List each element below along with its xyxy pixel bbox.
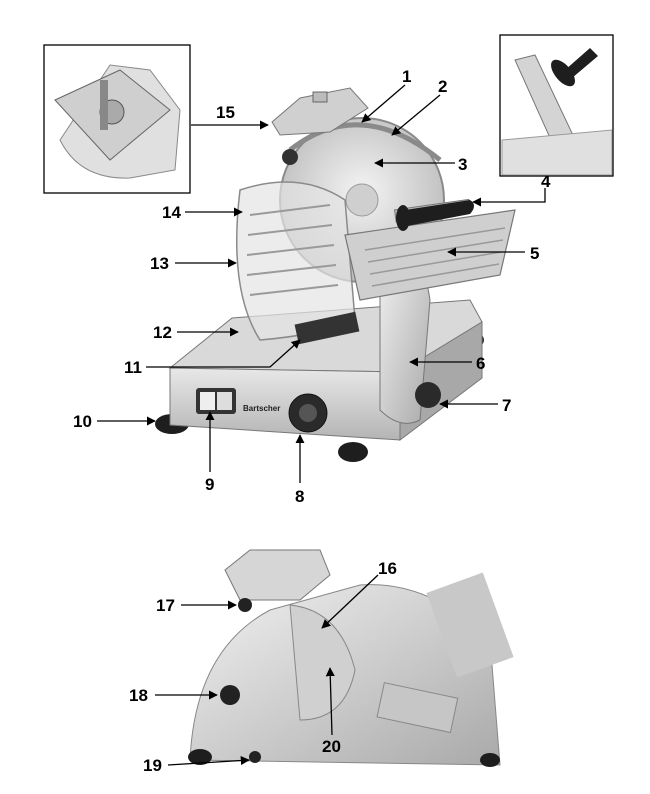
rear-bracket [376, 682, 459, 734]
rear-knob-17[interactable] [238, 598, 252, 612]
brand-plate: Bartscher [243, 404, 280, 413]
power-switch-on[interactable] [217, 392, 232, 410]
sharpener-housing [271, 87, 369, 136]
blade-guard-ring [288, 122, 442, 162]
callout-6: 6 [476, 354, 485, 373]
blade-center [345, 183, 379, 217]
pusher-handle [405, 200, 474, 226]
product-tray [294, 311, 360, 345]
locking-knob[interactable] [415, 382, 441, 408]
rear-foot [188, 749, 212, 765]
sharpener-knob [312, 91, 328, 103]
callout-1: 1 [402, 67, 411, 86]
callout-17: 17 [156, 596, 175, 615]
inset-rod [100, 80, 108, 130]
thickness-knob-center [299, 404, 317, 422]
leader-11 [146, 339, 301, 368]
leader-4 [472, 188, 546, 207]
leader-16 [321, 574, 379, 629]
callout-10: 10 [73, 412, 92, 431]
callout-15: 15 [216, 103, 235, 122]
callout-14: 14 [162, 203, 181, 222]
callout-9: 9 [205, 475, 214, 494]
pusher-handle-end [396, 205, 410, 231]
rear-right-tray [426, 572, 514, 678]
sharpener-screw [282, 149, 298, 165]
rear-knob-18[interactable] [220, 685, 240, 705]
inset-sharpener [43, 44, 191, 194]
leader-2 [391, 94, 441, 136]
callout-16: 16 [378, 559, 397, 578]
callout-8: 8 [295, 487, 304, 506]
power-switch-off[interactable] [200, 392, 215, 410]
rear-blade-guard [289, 604, 356, 721]
foot-front-right [338, 442, 368, 462]
callout-11: 11 [124, 358, 142, 377]
deflector-ridges [246, 204, 339, 296]
callout-19: 19 [143, 756, 162, 775]
rear-knob-19[interactable] [249, 751, 261, 763]
callout-lines [97, 84, 546, 766]
rear-foot-right [480, 753, 500, 767]
leader-1 [361, 84, 406, 123]
callout-5: 5 [530, 244, 539, 263]
slicer-rear-illustration [188, 549, 514, 767]
callout-13: 13 [150, 254, 169, 273]
callout-3: 3 [458, 155, 467, 174]
callout-12: 12 [153, 323, 172, 342]
inset-tray [501, 129, 613, 176]
callout-2: 2 [438, 77, 447, 96]
callout-18: 18 [129, 686, 148, 705]
inset-carriage [499, 34, 614, 177]
leader-20 [325, 667, 335, 736]
slicer-main-illustration: Bartscher [155, 87, 516, 462]
inset-handle [565, 48, 598, 78]
carriage-ribs [364, 227, 506, 287]
inset-handle-disc [551, 59, 575, 87]
callout-7: 7 [502, 396, 511, 415]
callout-4: 4 [541, 172, 551, 191]
callout-labels: 1 2 3 4 5 6 7 8 9 10 11 12 13 14 15 16 1… [73, 67, 551, 775]
callout-20: 20 [322, 737, 341, 756]
leader-19 [167, 755, 250, 766]
rear-top-housing [224, 549, 331, 601]
